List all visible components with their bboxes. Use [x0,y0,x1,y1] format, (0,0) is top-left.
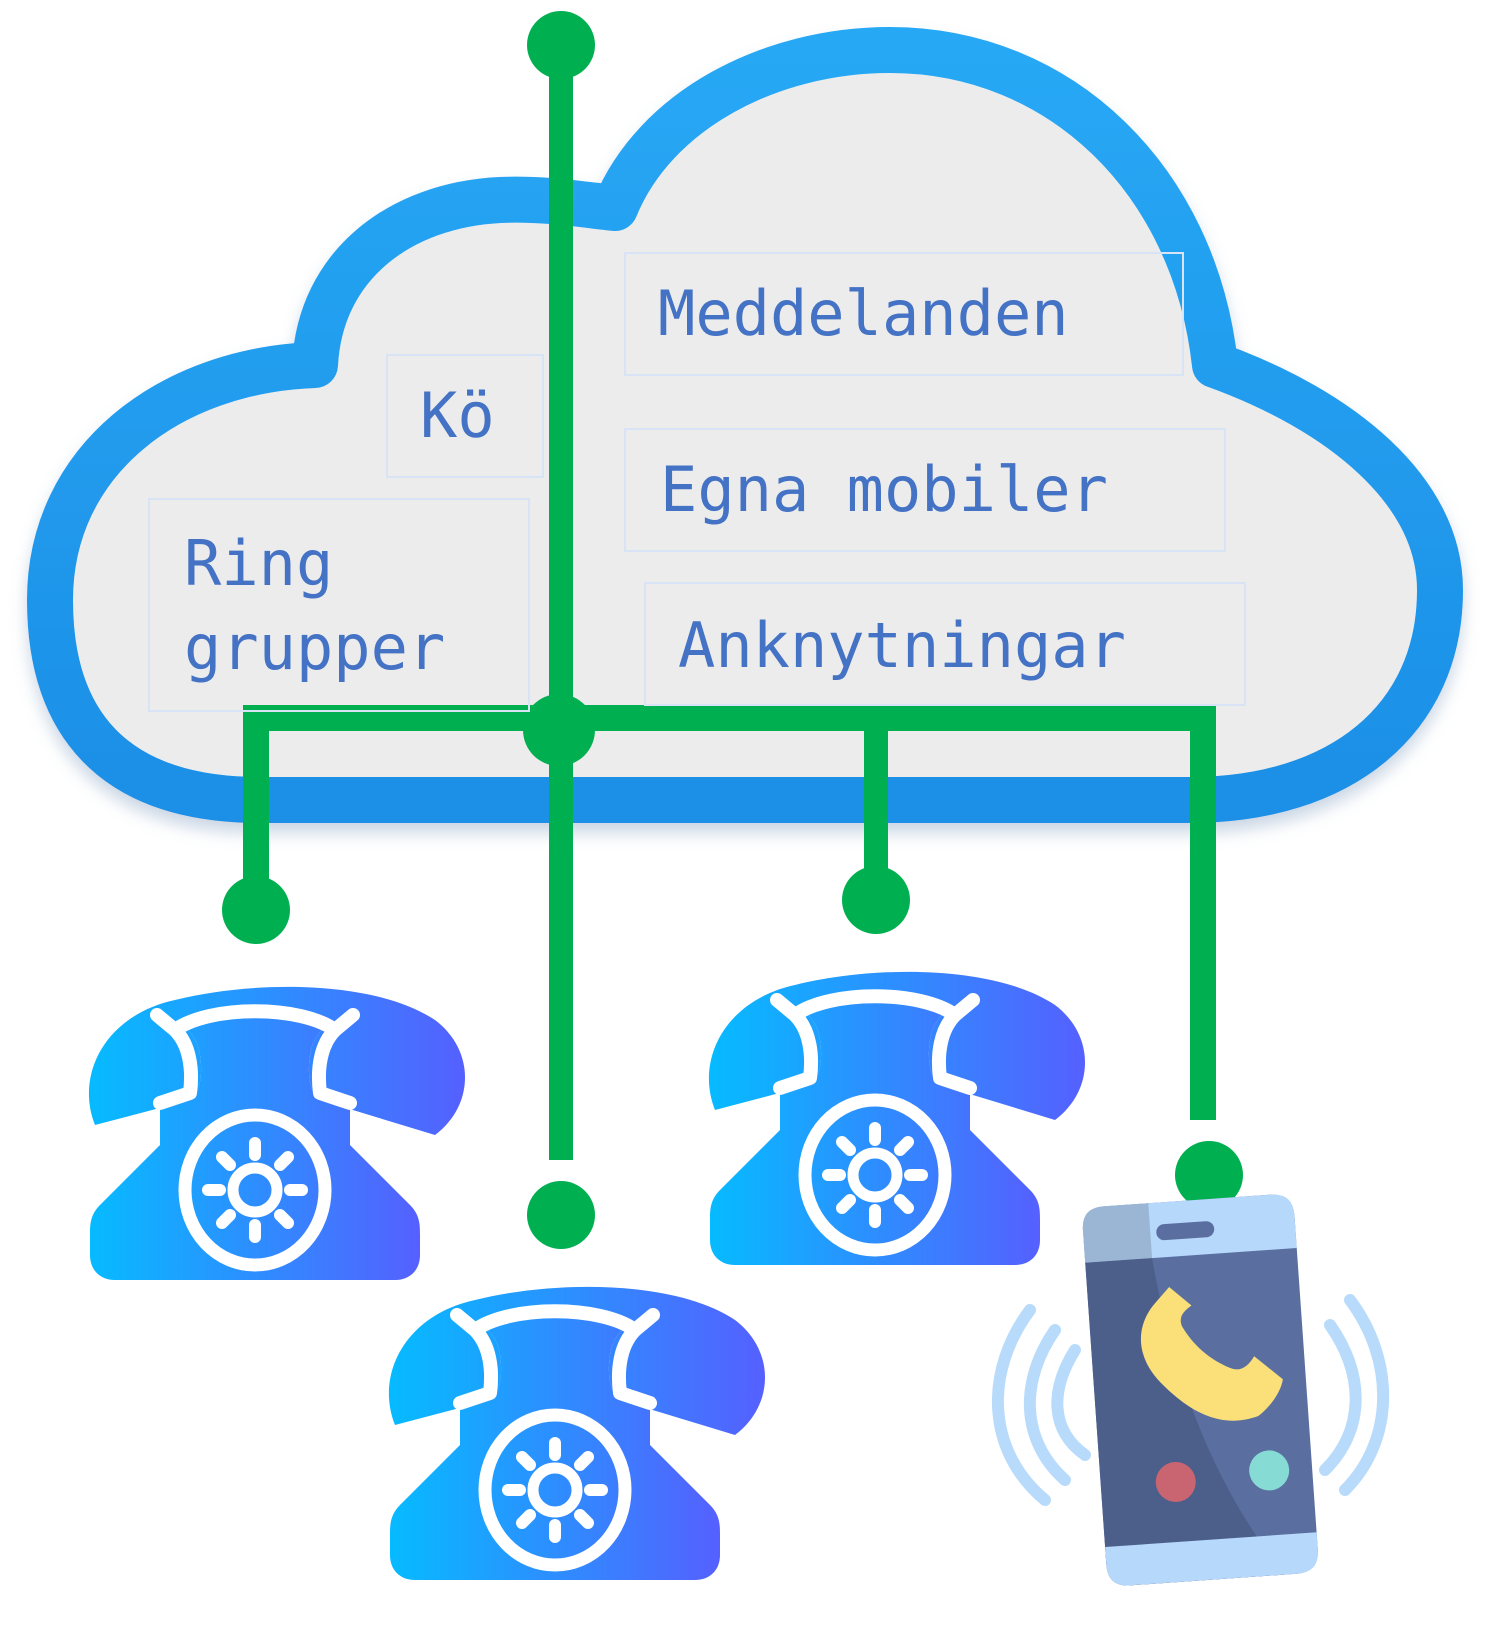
telephone-icon [389,1287,765,1580]
hub-node [523,694,595,766]
telephone-icon [89,987,465,1280]
node-phone-3 [842,866,910,934]
node-phone-1 [222,876,290,944]
top-node [527,11,595,79]
connector-lines [243,45,1216,1160]
service-label-ko: Kö [386,354,544,478]
cloud-shape [27,27,1463,823]
connector-nodes [222,11,1243,1249]
service-label-egna-mobiler: Egna mobiler [624,428,1226,552]
telephone-icon [709,972,1085,1265]
smartphone-ringing-icon [992,1194,1390,1586]
service-label-anknytningar: Anknytningar [644,582,1246,706]
service-label-meddelanden: Meddelanden [624,252,1184,376]
node-mobile [1175,1141,1243,1209]
node-phone-2 [527,1181,595,1249]
service-label-ringgrupper: Ring grupper [148,498,530,712]
